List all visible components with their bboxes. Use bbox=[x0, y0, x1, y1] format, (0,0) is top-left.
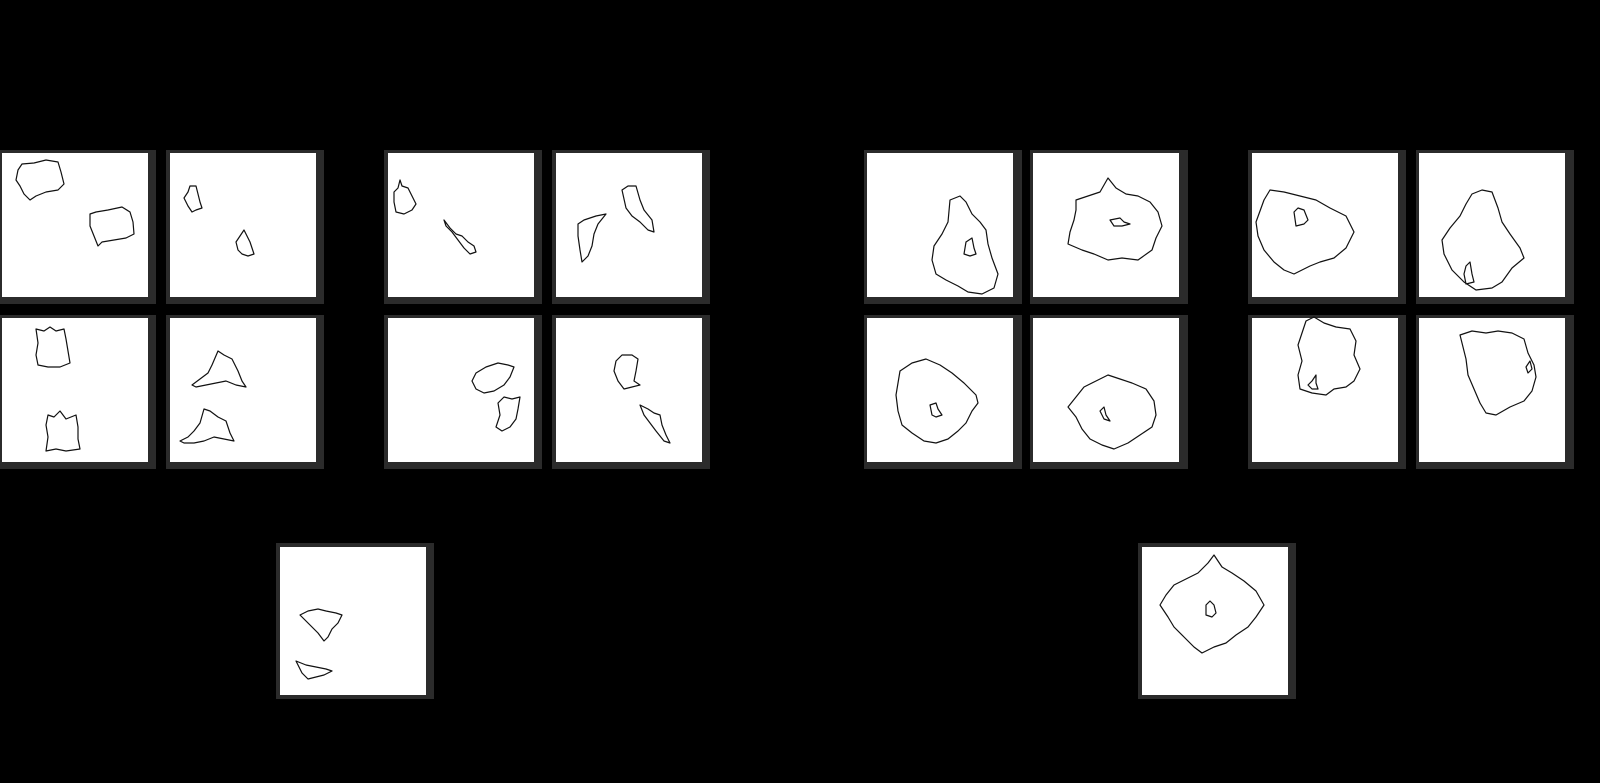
shape-outline bbox=[1525, 360, 1533, 374]
shape-outline bbox=[621, 185, 655, 233]
shape-outline bbox=[393, 179, 417, 215]
panel bbox=[384, 150, 542, 304]
shape-outline bbox=[1109, 217, 1131, 227]
shape-outline bbox=[1293, 207, 1309, 227]
left-set-a bbox=[0, 150, 324, 469]
shape-outline bbox=[639, 404, 671, 444]
panel bbox=[1248, 315, 1406, 469]
shape-outline bbox=[1159, 554, 1265, 654]
panel bbox=[1416, 315, 1574, 469]
shape-outline bbox=[1307, 374, 1319, 390]
panel bbox=[1416, 150, 1574, 304]
panel bbox=[1030, 315, 1188, 469]
shape-outline bbox=[1463, 261, 1475, 285]
panel bbox=[1030, 150, 1188, 304]
panel bbox=[1248, 150, 1406, 304]
shape-outline bbox=[1067, 374, 1157, 450]
shape-outline bbox=[1099, 406, 1111, 422]
panel bbox=[166, 150, 324, 304]
shape-outline bbox=[299, 608, 343, 642]
shape-outline bbox=[1067, 177, 1163, 261]
shape-outline bbox=[1441, 189, 1525, 291]
shape-outline bbox=[191, 350, 247, 388]
panel bbox=[384, 315, 542, 469]
shape-outline bbox=[443, 219, 477, 255]
shape-outline bbox=[89, 206, 135, 247]
shape-outline bbox=[35, 326, 71, 368]
shape-outline bbox=[577, 213, 607, 263]
panel bbox=[864, 315, 1022, 469]
right-set-b bbox=[864, 315, 1574, 469]
shape-outline bbox=[235, 229, 255, 257]
panel bbox=[166, 315, 324, 469]
right-set-a bbox=[864, 150, 1574, 304]
shape-outline bbox=[1255, 189, 1355, 275]
left-set-b bbox=[384, 150, 710, 469]
shape-outline bbox=[179, 408, 235, 444]
right-problem bbox=[864, 150, 1574, 699]
shape-outline bbox=[895, 358, 979, 444]
right-query bbox=[1138, 543, 1296, 699]
shape-outline bbox=[931, 195, 999, 295]
shape-outline bbox=[295, 660, 333, 680]
panel bbox=[552, 315, 710, 469]
shape-outline bbox=[183, 185, 203, 213]
shape-outline bbox=[1459, 330, 1537, 416]
panel bbox=[552, 150, 710, 304]
shape-outline bbox=[613, 354, 641, 390]
shape-outline bbox=[495, 396, 521, 432]
shape-outline bbox=[15, 159, 65, 201]
panel bbox=[0, 315, 156, 469]
shape-outline bbox=[963, 237, 977, 257]
shape-outline bbox=[45, 410, 81, 452]
shape-outline bbox=[471, 362, 515, 394]
panel bbox=[0, 150, 156, 304]
shape-outline bbox=[1297, 316, 1361, 396]
shape-outline bbox=[929, 402, 943, 418]
shape-outline bbox=[1205, 600, 1217, 618]
left-problem bbox=[0, 150, 710, 699]
left-query bbox=[276, 543, 434, 699]
panel bbox=[864, 150, 1022, 304]
